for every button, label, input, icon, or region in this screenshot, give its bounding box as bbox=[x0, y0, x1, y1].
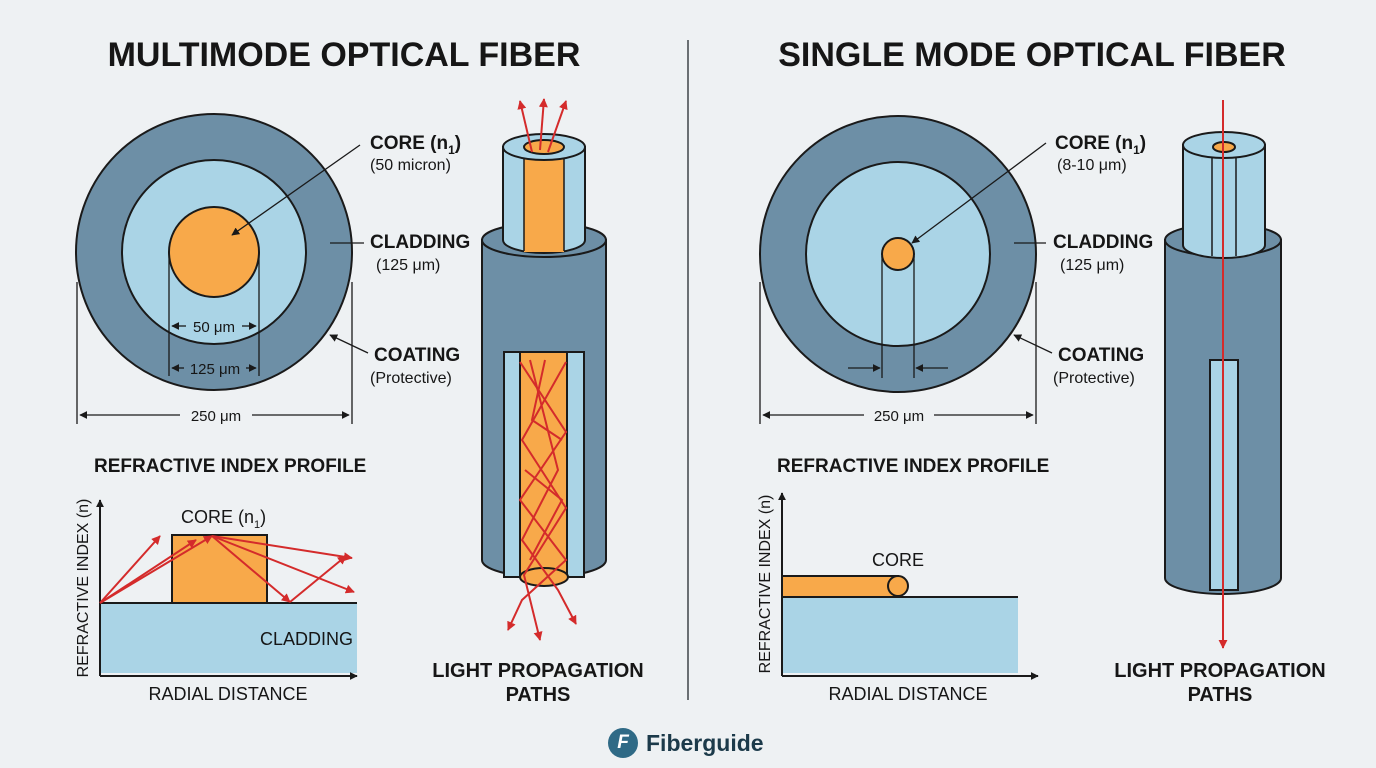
singlemode-profile-core-step bbox=[781, 575, 899, 598]
multimode-propagation-label-line1: LIGHT PROPAGATION bbox=[432, 660, 643, 682]
singlemode-cladding-size: (125 μm) bbox=[1060, 257, 1124, 274]
singlemode-coating-label: COATING bbox=[1058, 345, 1144, 366]
multimode-profile-y-label: REFRACTIVE INDEX (n) bbox=[75, 499, 92, 678]
multimode-fiber-3d bbox=[481, 133, 607, 587]
singlemode-coating-dimension: 250 μm bbox=[874, 408, 924, 425]
multimode-coating-dimension: 250 μm bbox=[191, 408, 241, 425]
singlemode-profile-title: REFRACTIVE INDEX PROFILE bbox=[777, 456, 1049, 477]
singlemode-profile-core-label: CORE bbox=[872, 550, 924, 570]
multimode-core-dimension: 50 μm bbox=[193, 319, 235, 336]
multimode-core-size: (50 micron) bbox=[370, 157, 451, 174]
multimode-propagation-label-line2: PATHS bbox=[506, 684, 571, 706]
multimode-section: MULTIMODE OPTICAL FIBER 50 μm 125 μm 2 bbox=[75, 36, 644, 706]
singlemode-dimension-lines bbox=[759, 142, 1053, 424]
singlemode-profile-cladding-fill bbox=[782, 597, 1018, 673]
singlemode-core-disc bbox=[881, 237, 915, 271]
multimode-profile-cladding-label: CLADDING bbox=[260, 629, 353, 649]
multimode-core-disc bbox=[168, 206, 260, 298]
multimode-profile-title: REFRACTIVE INDEX PROFILE bbox=[94, 456, 366, 477]
singlemode-profile-x-label: RADIAL DISTANCE bbox=[828, 684, 987, 704]
singlemode-profile-y-label: REFRACTIVE INDEX (n) bbox=[757, 495, 774, 674]
singlemode-core-label: CORE (n1) bbox=[1055, 133, 1146, 157]
multimode-cladding-dimension: 125 μm bbox=[190, 361, 240, 378]
fiberguide-logo: F Fiberguide bbox=[608, 727, 764, 759]
singlemode-profile-graph bbox=[778, 492, 1039, 680]
multimode-light-rays bbox=[507, 98, 577, 641]
multimode-cladding-label: CLADDING bbox=[370, 232, 470, 253]
multimode-title: MULTIMODE OPTICAL FIBER bbox=[108, 36, 581, 74]
singlemode-coating-note: (Protective) bbox=[1053, 370, 1135, 387]
singlemode-core-size: (8-10 μm) bbox=[1057, 157, 1127, 174]
multimode-profile-x-label: RADIAL DISTANCE bbox=[148, 684, 307, 704]
multimode-profile-cladding-fill bbox=[100, 603, 357, 673]
multimode-fiber-core-top bbox=[523, 139, 565, 155]
multimode-cross-section bbox=[75, 113, 353, 391]
singlemode-cladding-label: CLADDING bbox=[1053, 232, 1153, 253]
singlemode-propagation-label-line2: PATHS bbox=[1188, 684, 1253, 706]
multimode-profile-core-label: CORE (n1) bbox=[181, 507, 266, 531]
multimode-coating-note: (Protective) bbox=[370, 370, 452, 387]
multimode-cladding-size: (125 μm) bbox=[376, 257, 440, 274]
fiberguide-logo-text: Fiberguide bbox=[646, 729, 764, 756]
singlemode-cross-section bbox=[759, 115, 1037, 393]
multimode-core-label: CORE (n1) bbox=[370, 133, 461, 157]
singlemode-propagation-label-line1: LIGHT PROPAGATION bbox=[1114, 660, 1325, 682]
multimode-coating-label: COATING bbox=[374, 345, 460, 366]
fiberguide-logo-icon: F bbox=[608, 728, 638, 758]
singlemode-section: SINGLE MODE OPTICAL FIBER 250 μm CORE (n… bbox=[757, 36, 1326, 706]
singlemode-title: SINGLE MODE OPTICAL FIBER bbox=[778, 36, 1286, 74]
multimode-dimension-lines bbox=[76, 144, 369, 424]
multimode-profile-graph bbox=[96, 499, 358, 680]
multimode-fiber-core-end bbox=[519, 567, 569, 587]
multimode-profile-core-step bbox=[171, 534, 268, 604]
